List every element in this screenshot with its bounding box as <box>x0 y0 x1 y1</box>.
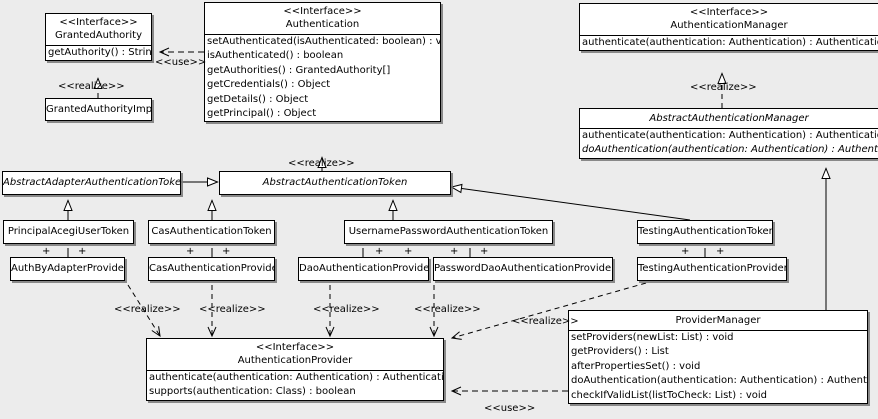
class-name: AuthenticationManager <box>670 20 788 31</box>
class-name: AbstractAdapterAuthenticationToken <box>3 177 181 188</box>
operation-item: authenticate(authentication: Authenticat… <box>149 372 444 383</box>
operations-compartment: authenticate(authentication: Authenticat… <box>580 36 878 50</box>
compartment-divider <box>147 370 443 371</box>
operations-compartment: getAuthority() : String <box>46 46 151 60</box>
class-name: ProviderManager <box>675 315 761 326</box>
class-provider-manager[interactable]: ProviderManager setProviders(newList: Li… <box>568 310 868 405</box>
class-cas-authentication-token[interactable]: CasAuthenticationToken <box>148 220 275 244</box>
class-testing-authentication-provider[interactable]: TestingAuthenticationProvider <box>637 257 787 281</box>
edge-label-use-granted-authority: <<use>> <box>155 57 207 68</box>
class-name: GrantedAuthority <box>54 30 143 41</box>
compartment-divider <box>580 128 878 129</box>
association-plus-marker: + <box>681 246 690 257</box>
class-header: <<Interface>> Authentication <box>205 3 440 34</box>
class-name: TestingAuthenticationProvider <box>638 263 787 274</box>
stereotype-label: <<Interface>> <box>689 7 769 18</box>
class-testing-authentication-token[interactable]: TestingAuthenticationToken <box>637 220 773 244</box>
stereotype-label: <<Interface>> <box>283 6 362 17</box>
class-granted-authority[interactable]: <<Interface>> GrantedAuthority getAuthor… <box>45 13 152 62</box>
stereotype-label: <<Interface>> <box>59 17 138 28</box>
class-cas-authentication-provider[interactable]: CasAuthenticationProvider <box>148 257 275 281</box>
operation-item: getAuthorities() : GrantedAuthority[] <box>207 64 391 76</box>
class-header: <<Interface>> AuthenticationManager <box>580 4 878 35</box>
compartment-divider <box>569 330 867 331</box>
edge-label-realize-abstract-authentication-manager: <<realize>> <box>690 82 757 93</box>
operations-compartment: setProviders(newList: List) : void getPr… <box>569 331 867 403</box>
class-name: AbstractAuthenticationManager <box>649 113 809 124</box>
operation-item: isAuthenticated() : boolean <box>207 50 344 62</box>
operation-item: getProviders() : List <box>571 346 669 358</box>
operation-item: afterPropertiesSet() : void <box>571 360 701 372</box>
association-plus-marker: + <box>42 246 51 257</box>
class-auth-by-adapter-provider[interactable]: AuthByAdapterProvider <box>10 257 125 281</box>
association-plus-marker: + <box>404 246 413 257</box>
operation-item: doAuthentication(authentication: Authent… <box>571 375 868 387</box>
edge-label-realize-dao-authentication-provider: <<realize>> <box>313 304 380 315</box>
edge-label-realize-cas-authentication-provider: <<realize>> <box>199 304 266 315</box>
class-authentication-manager[interactable]: <<Interface>> AuthenticationManager auth… <box>579 3 878 52</box>
class-header: AbstractAuthenticationManager <box>580 109 878 128</box>
class-name: GrantedAuthorityImpl <box>46 104 152 115</box>
operation-item: setProviders(newList: List) : void <box>571 332 734 343</box>
edge-label-use-provider-manager: <<use>> <box>484 403 536 414</box>
class-abstract-adapter-authentication-token[interactable]: AbstractAdapterAuthenticationToken <box>2 171 181 195</box>
class-authentication[interactable]: <<Interface>> Authentication setAuthenti… <box>204 2 441 123</box>
association-plus-marker: + <box>222 246 231 257</box>
class-header: ProviderManager <box>569 311 867 330</box>
class-abstract-authentication-token[interactable]: AbstractAuthenticationToken <box>219 171 451 195</box>
class-name: PasswordDaoAuthenticationProvider <box>434 263 613 274</box>
class-granted-authority-impl[interactable]: GrantedAuthorityImpl <box>45 98 152 121</box>
operation-item: getPrincipal() : Object <box>207 108 317 120</box>
stereotype-label: <<Interface>> <box>255 342 335 353</box>
operation-item: getCredentials() : Object <box>207 79 331 91</box>
association-plus-marker: + <box>78 246 87 257</box>
class-name: AuthByAdapterProvider <box>11 263 125 274</box>
edge-label-realize-password-dao-authentication-provider: <<realize>> <box>414 304 481 315</box>
class-name: AbstractAuthenticationToken <box>262 177 408 188</box>
association-plus-marker: + <box>716 246 725 257</box>
class-principal-acegi-user-token[interactable]: PrincipalAcegiUserToken <box>3 220 134 244</box>
compartment-divider <box>46 45 151 46</box>
operations-compartment: authenticate(authentication: Authenticat… <box>580 129 878 158</box>
class-name: CasAuthenticationToken <box>151 226 272 237</box>
operation-item: getDetails() : Object <box>207 93 309 105</box>
class-name: PrincipalAcegiUserToken <box>7 226 130 237</box>
operation-item: checkIfValidList(listToCheck: List) : vo… <box>571 389 768 401</box>
edge-label-realize-auth-by-adapter-provider: <<realize>> <box>114 304 181 315</box>
operation-item: getAuthority() : String <box>48 47 152 58</box>
edge-label-realize-testing-authentication-provider: <<realize>> <box>512 316 579 327</box>
class-password-dao-authentication-provider[interactable]: PasswordDaoAuthenticationProvider <box>433 257 613 281</box>
edge-label-realize-granted-authority-impl: <<realize>> <box>58 81 125 92</box>
class-name: UsernamePasswordAuthenticationToken <box>348 226 549 237</box>
edge-label-realize-abstract-authentication-token: <<realize>> <box>288 158 355 169</box>
compartment-divider <box>580 35 878 36</box>
class-name: AuthenticationProvider <box>237 355 353 366</box>
association-plus-marker: + <box>450 246 459 257</box>
class-dao-authentication-provider[interactable]: DaoAuthenticationProvider <box>298 257 429 281</box>
operation-item: doAuthentication(authentication: Authent… <box>582 144 878 156</box>
association-plus-marker: + <box>186 246 195 257</box>
association-plus-marker: + <box>375 246 384 257</box>
operations-compartment: setAuthenticated(isAuthenticated: boolea… <box>205 35 440 121</box>
operation-item: supports(authentication: Class) : boolea… <box>149 386 356 398</box>
class-header: <<Interface>> GrantedAuthority <box>46 14 151 45</box>
class-name: TestingAuthenticationToken <box>638 226 773 237</box>
class-abstract-authentication-manager[interactable]: AbstractAuthenticationManager authentica… <box>579 108 878 159</box>
association-plus-marker: + <box>480 246 489 257</box>
class-name: Authentication <box>285 19 360 30</box>
operations-compartment: authenticate(authentication: Authenticat… <box>147 371 443 400</box>
operation-item: setAuthenticated(isAuthenticated: boolea… <box>207 36 441 47</box>
class-header: <<Interface>> AuthenticationProvider <box>147 339 443 370</box>
class-name: DaoAuthenticationProvider <box>299 263 429 274</box>
compartment-divider <box>205 34 440 35</box>
class-authentication-provider[interactable]: <<Interface>> AuthenticationProvider aut… <box>146 338 444 401</box>
operation-item: authenticate(authentication: Authenticat… <box>582 37 878 48</box>
class-name: CasAuthenticationProvider <box>149 263 275 274</box>
operation-item: authenticate(authentication: Authenticat… <box>582 130 878 141</box>
class-username-password-authentication-token[interactable]: UsernamePasswordAuthenticationToken <box>344 220 553 244</box>
